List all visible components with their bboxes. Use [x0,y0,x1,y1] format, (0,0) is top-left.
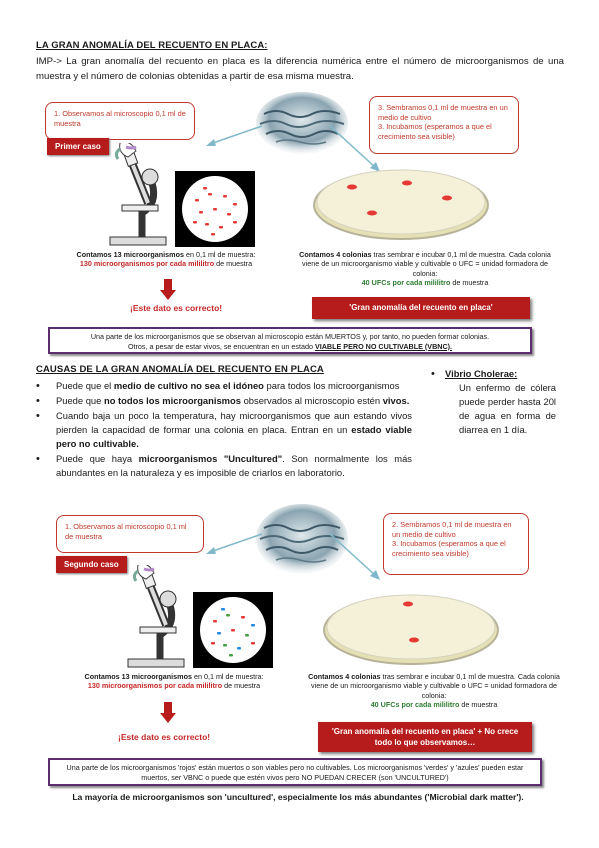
step-culture-box: 2. Sembramos 0,1 ml de muestra en un med… [383,513,529,575]
conclusion-text: La mayoría de microorganismos son 'uncul… [72,792,524,802]
down-arrow-icon [160,702,176,723]
intro-paragraph: IMP-> La gran anomalía del recuento en p… [36,56,564,82]
caption-colony-end: de muestra [450,278,489,288]
vibrio-text: Un enfermo de cólera puede perder hasta … [459,382,556,435]
case-label-second: Segundo caso [56,556,127,573]
water-sample-image [256,92,348,154]
anomaly-result-text: 'Gran anomalía del recuento en placa' [349,303,493,312]
section-title-causes: CAUSAS DE LA GRAN ANOMALÍA DEL RECUENTO … [36,364,324,375]
explanation-note-2: Una parte de los microorganismos 'rojos'… [48,758,542,786]
caption-count-end: de muestra [214,259,253,269]
caption-count-bold: Contamos 13 microorganismos [76,250,184,259]
petri-dish-image [313,169,489,240]
flow-arrows [206,125,380,172]
cause-item: Puede que el medio de cultivo no sea el … [32,379,412,393]
caption-colony-green: 40 UFCs por cada mililitro [370,700,460,710]
caption-count-red: 130 microorganismos por cada mililitro [79,259,215,269]
caption-count-red: 130 microorganismos por cada mililitro [87,681,223,691]
petri-dish-image [323,594,499,665]
step-sow-text: 3. Sembramos 0,1 ml de muestra en un med… [378,103,508,122]
caption-colony-count: Contamos 4 colonias tras sembrar e incub… [290,250,560,288]
caption-colony-bold: Contamos 4 colonias [308,672,381,681]
down-arrow-icon [160,279,176,300]
step-observe-box: 1. Observamos al microscopio 0,1 ml de m… [45,102,195,140]
caption-colony-green: 40 UFCs por cada mililitro [361,278,451,288]
step-observe-text: 1. Observamos al microscopio 0,1 ml de m… [65,522,187,541]
step-observe-text: 1. Observamos al microscopio 0,1 ml de m… [54,109,186,128]
vibrio-note: Vibrio Cholerae: [427,367,567,382]
causes-list: Puede que el medio de cultivo no sea el … [32,379,412,481]
caption-microscope-count: Contamos 13 microorganismos en 0,1 ml de… [56,672,292,691]
section-title-anomaly: LA GRAN ANOMALÍA DEL RECUENTO EN PLACA: [36,40,268,51]
caption-colony-rest: tras sembrar e incubar 0,1 ml de muestra… [311,672,560,700]
cause-item: Cuando baja un poco la temperatura, hay … [32,409,412,451]
caption-count-bold: Contamos 13 microorganismos [84,672,192,681]
caption-colony-count: Contamos 4 colonias tras sembrar e incub… [300,672,568,710]
caption-count-rest: en 0,1 ml de muestra: [183,250,256,259]
cause-item: Puede que no todos los microorganismos o… [32,394,412,408]
microscope-view-image [193,592,273,668]
note1-line2b: VIABLE PERO NO CULTIVABLE (VBNC). [314,341,453,351]
microscope-image [109,143,167,246]
note1-line1: Una parte de los microorganismos que se … [90,332,490,341]
microscope-image [127,565,185,668]
caption-colony-bold: Contamos 4 colonias [299,250,372,259]
water-sample-image [256,504,348,574]
cause-item: Puede que haya microorganismos "Uncultur… [32,452,412,480]
caption-count-rest: en 0,1 ml de muestra: [191,672,264,681]
anomaly-result-text: 'Gran anomalía del recuento en placa' + … [331,727,519,747]
anomaly-result-box: 'Gran anomalía del recuento en placa' + … [318,722,532,752]
caption-colony-rest: tras sembrar e incubar 0,1 ml de muestra… [302,250,551,278]
step-incubate-text: 3. Incubamos (esperamos a que el crecimi… [392,539,506,558]
explanation-note-1: Una parte de los microorganismos que se … [48,327,532,354]
vibrio-title: Vibrio Cholerae: [445,368,518,379]
flow-arrows [206,533,380,580]
correct-data-label: ¡Este dato es correcto! [130,303,223,313]
caption-count-end: de muestra [222,681,261,691]
microscope-view-image [175,171,255,247]
step-incubate-text: 3. Incubamos (esperamos a que el crecimi… [378,122,492,141]
step-observe-box: 1. Observamos al microscopio 0,1 ml de m… [56,515,204,553]
note2-text: Una parte de los microorganismos 'rojos'… [66,763,524,782]
step-culture-box: 3. Sembramos 0,1 ml de muestra en un med… [369,96,519,154]
caption-microscope-count: Contamos 13 microorganismos en 0,1 ml de… [48,250,284,269]
vibrio-item: Vibrio Cholerae: [427,367,567,381]
correct-data-label: ¡Este dato es correcto! [118,732,211,742]
case-label-first: Primer caso [47,138,109,155]
anomaly-result-box: 'Gran anomalía del recuento en placa' [312,297,530,319]
note1-line2a: Otros, a pesar de estar vivos, se encuen… [127,341,315,351]
step-sow-text: 2. Sembramos 0,1 ml de muestra en un med… [392,520,512,539]
caption-colony-end: de muestra [459,700,498,710]
